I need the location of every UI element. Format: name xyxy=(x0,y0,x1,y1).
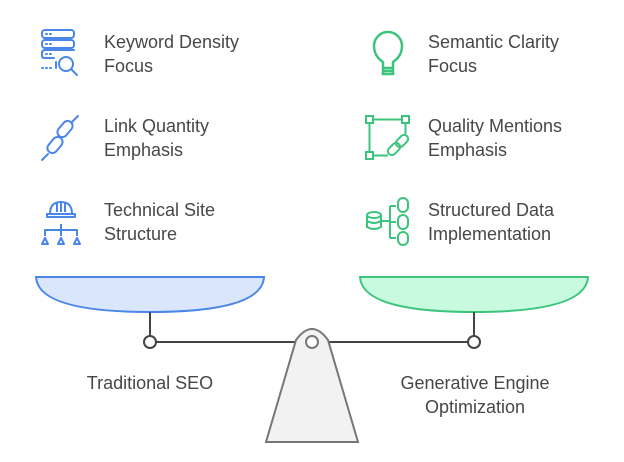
fulcrum xyxy=(264,328,360,443)
line: Generative Engine xyxy=(400,373,550,393)
line: Link Quantity xyxy=(104,116,210,136)
server-search-icon xyxy=(40,28,80,76)
line: Structure xyxy=(104,224,178,244)
chain-link-icon xyxy=(40,114,80,161)
left-pan xyxy=(34,276,266,314)
line: Keyword Density xyxy=(104,32,240,52)
right-pan xyxy=(358,276,590,314)
line: Quality Mentions xyxy=(428,116,563,136)
line: Technical Site xyxy=(104,200,216,220)
linked-nodes-icon xyxy=(364,114,410,160)
hardhat-hierarchy-icon xyxy=(40,196,81,245)
line: Structured Data xyxy=(428,200,555,220)
line: Focus xyxy=(104,56,154,76)
line: Semantic Clarity xyxy=(428,32,560,52)
line: Implementation xyxy=(428,224,552,244)
database-structure-icon xyxy=(364,196,409,246)
line: Optimization xyxy=(424,397,526,417)
line: Emphasis xyxy=(104,140,184,160)
lightbulb-icon xyxy=(370,28,410,76)
line: Emphasis xyxy=(428,140,508,160)
traditional-seo-caption: Traditional SEO xyxy=(86,373,214,393)
line: Focus xyxy=(428,56,478,76)
